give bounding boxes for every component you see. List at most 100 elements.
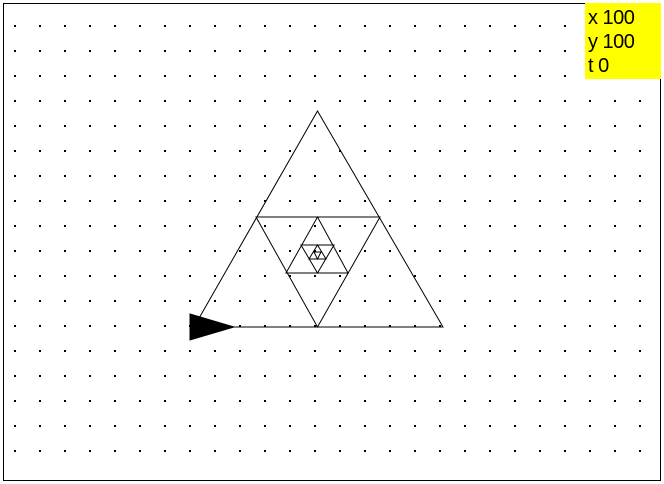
grid-dot	[589, 275, 591, 277]
grid-dot	[514, 25, 516, 27]
grid-dot	[589, 425, 591, 427]
grid-dot	[389, 75, 391, 77]
grid-dot	[114, 250, 116, 252]
grid-dot	[39, 250, 41, 252]
grid-dot	[514, 100, 516, 102]
grid-dot	[89, 300, 91, 302]
grid-dot	[564, 100, 566, 102]
grid-dot	[564, 125, 566, 127]
grid-dot	[239, 225, 241, 227]
grid-dot	[64, 350, 66, 352]
grid-dot	[314, 300, 316, 302]
grid-dot	[164, 275, 166, 277]
grid-dot	[289, 100, 291, 102]
grid-dot	[14, 400, 16, 402]
grid-dot	[589, 225, 591, 227]
grid-dot	[14, 150, 16, 152]
grid-dot	[314, 375, 316, 377]
grid-dot	[64, 125, 66, 127]
grid-dot	[439, 275, 441, 277]
grid-dot	[589, 325, 591, 327]
grid-dot	[514, 375, 516, 377]
grid-dot	[14, 75, 16, 77]
grid-dot	[439, 25, 441, 27]
grid-dot	[389, 400, 391, 402]
grid-dot	[214, 75, 216, 77]
grid-dot	[289, 75, 291, 77]
grid-dot	[414, 425, 416, 427]
grid-dot	[314, 150, 316, 152]
grid-dot	[489, 50, 491, 52]
grid-dot	[189, 300, 191, 302]
grid-dot	[364, 225, 366, 227]
grid-dot	[239, 200, 241, 202]
grid-dot	[364, 150, 366, 152]
grid-dot	[364, 325, 366, 327]
grid-dot	[314, 275, 316, 277]
turtle-cursor-icon[interactable]	[189, 313, 236, 341]
grid-dot	[189, 150, 191, 152]
grid-dot	[289, 200, 291, 202]
grid-dot	[314, 50, 316, 52]
grid-dot	[439, 400, 441, 402]
grid-dot	[189, 425, 191, 427]
grid-dot	[114, 100, 116, 102]
grid-dot	[339, 125, 341, 127]
grid-dot	[339, 425, 341, 427]
grid-dot	[639, 175, 641, 177]
grid-dot	[289, 225, 291, 227]
grid-dot	[489, 400, 491, 402]
grid-dot	[614, 425, 616, 427]
grid-dot	[489, 250, 491, 252]
grid-dot	[414, 100, 416, 102]
grid-dot	[39, 300, 41, 302]
grid-dot	[614, 375, 616, 377]
grid-dot	[414, 325, 416, 327]
grid-dot	[264, 250, 266, 252]
grid-dot	[539, 50, 541, 52]
grid-dot	[139, 350, 141, 352]
grid-dot	[614, 225, 616, 227]
grid-dot	[489, 350, 491, 352]
grid-dot	[439, 350, 441, 352]
grid-dot	[164, 25, 166, 27]
grid-dot	[589, 400, 591, 402]
grid-dot	[339, 225, 341, 227]
grid-dot	[414, 150, 416, 152]
grid-dot	[214, 425, 216, 427]
grid-dot	[264, 225, 266, 227]
grid-dot	[314, 450, 316, 452]
grid-dot	[339, 375, 341, 377]
grid-dot	[64, 425, 66, 427]
grid-dot	[214, 350, 216, 352]
grid-dot	[39, 75, 41, 77]
grid-dot	[589, 250, 591, 252]
grid-dot	[264, 425, 266, 427]
grid-dot	[489, 375, 491, 377]
grid-dot	[139, 200, 141, 202]
grid-dot	[389, 300, 391, 302]
grid-dot	[364, 50, 366, 52]
grid-dot	[264, 150, 266, 152]
grid-dot	[114, 125, 116, 127]
innermost-triangle	[313, 251, 322, 261]
grid-dot	[189, 175, 191, 177]
grid-dot	[489, 25, 491, 27]
grid-dot	[289, 325, 291, 327]
grid-dot	[14, 125, 16, 127]
grid-dot	[639, 100, 641, 102]
grid-dot	[214, 450, 216, 452]
grid-dot	[589, 300, 591, 302]
grid-dot	[464, 200, 466, 202]
grid-dot	[189, 450, 191, 452]
grid-dot	[14, 350, 16, 352]
grid-dot	[239, 275, 241, 277]
grid-dot	[289, 400, 291, 402]
grid-dot	[164, 425, 166, 427]
grid-dot	[339, 450, 341, 452]
grid-dot	[314, 125, 316, 127]
grid-dot	[214, 375, 216, 377]
grid-dot	[239, 75, 241, 77]
grid-dot	[364, 425, 366, 427]
